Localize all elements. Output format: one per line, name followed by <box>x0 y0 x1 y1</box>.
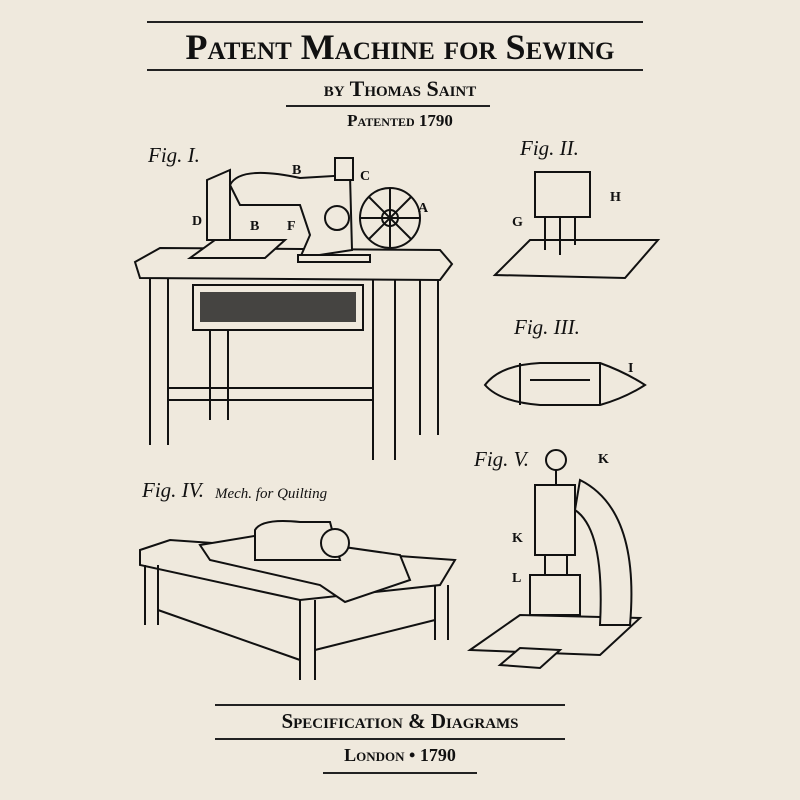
svg-text:B: B <box>250 219 259 234</box>
footer-place: London • 1790 <box>344 745 456 765</box>
figure-label: Fig. I. <box>147 143 200 167</box>
footer-rule-end <box>323 772 477 774</box>
table-top <box>133 246 454 282</box>
shuttle <box>483 362 647 406</box>
footer-rule-top <box>215 704 565 706</box>
svg-text:K: K <box>598 452 609 467</box>
sewing-machine-body <box>228 171 354 260</box>
top-rule <box>147 21 643 23</box>
author-rule <box>286 105 490 107</box>
footer-rule-bottom <box>215 738 565 740</box>
figure-label: Fig. V. <box>473 447 529 471</box>
press-column <box>534 484 576 556</box>
figure-label: Fig. II. <box>519 136 579 160</box>
figure-5: Fig. V. K K L <box>466 447 643 670</box>
figure-4: Fig. IV. Mech. for Quilting <box>139 478 457 680</box>
svg-text:G: G <box>512 215 523 230</box>
svg-text:C: C <box>360 169 370 184</box>
title-rule <box>147 69 643 71</box>
svg-text:K: K <box>512 531 523 546</box>
patent-date: Patented 1790 <box>347 111 453 130</box>
svg-text:F: F <box>287 219 296 234</box>
press-arm <box>573 478 633 626</box>
figure-2: Fig. II. H G <box>492 136 661 280</box>
svg-text:H: H <box>610 190 621 205</box>
author: by Thomas Saint <box>323 76 477 101</box>
figure-caption: Mech. for Quilting <box>214 486 328 502</box>
footer-subtitle: Specification & Diagrams <box>281 709 519 733</box>
needle-plate <box>492 239 661 280</box>
page-title: Patent Machine for Sewing <box>185 27 615 67</box>
figure-1: Fig. I. B C D B F A <box>133 143 454 460</box>
svg-text:D: D <box>192 214 202 229</box>
needle-head <box>534 171 591 218</box>
svg-text:B: B <box>292 163 301 178</box>
figure-3: Fig. III. I <box>483 315 647 406</box>
svg-text:A: A <box>418 201 429 216</box>
svg-text:L: L <box>512 571 521 586</box>
table-legs <box>149 278 439 460</box>
figure-label: Fig. III. <box>513 315 580 339</box>
svg-text:I: I <box>628 361 633 376</box>
figure-label: Fig. IV. <box>141 478 204 502</box>
